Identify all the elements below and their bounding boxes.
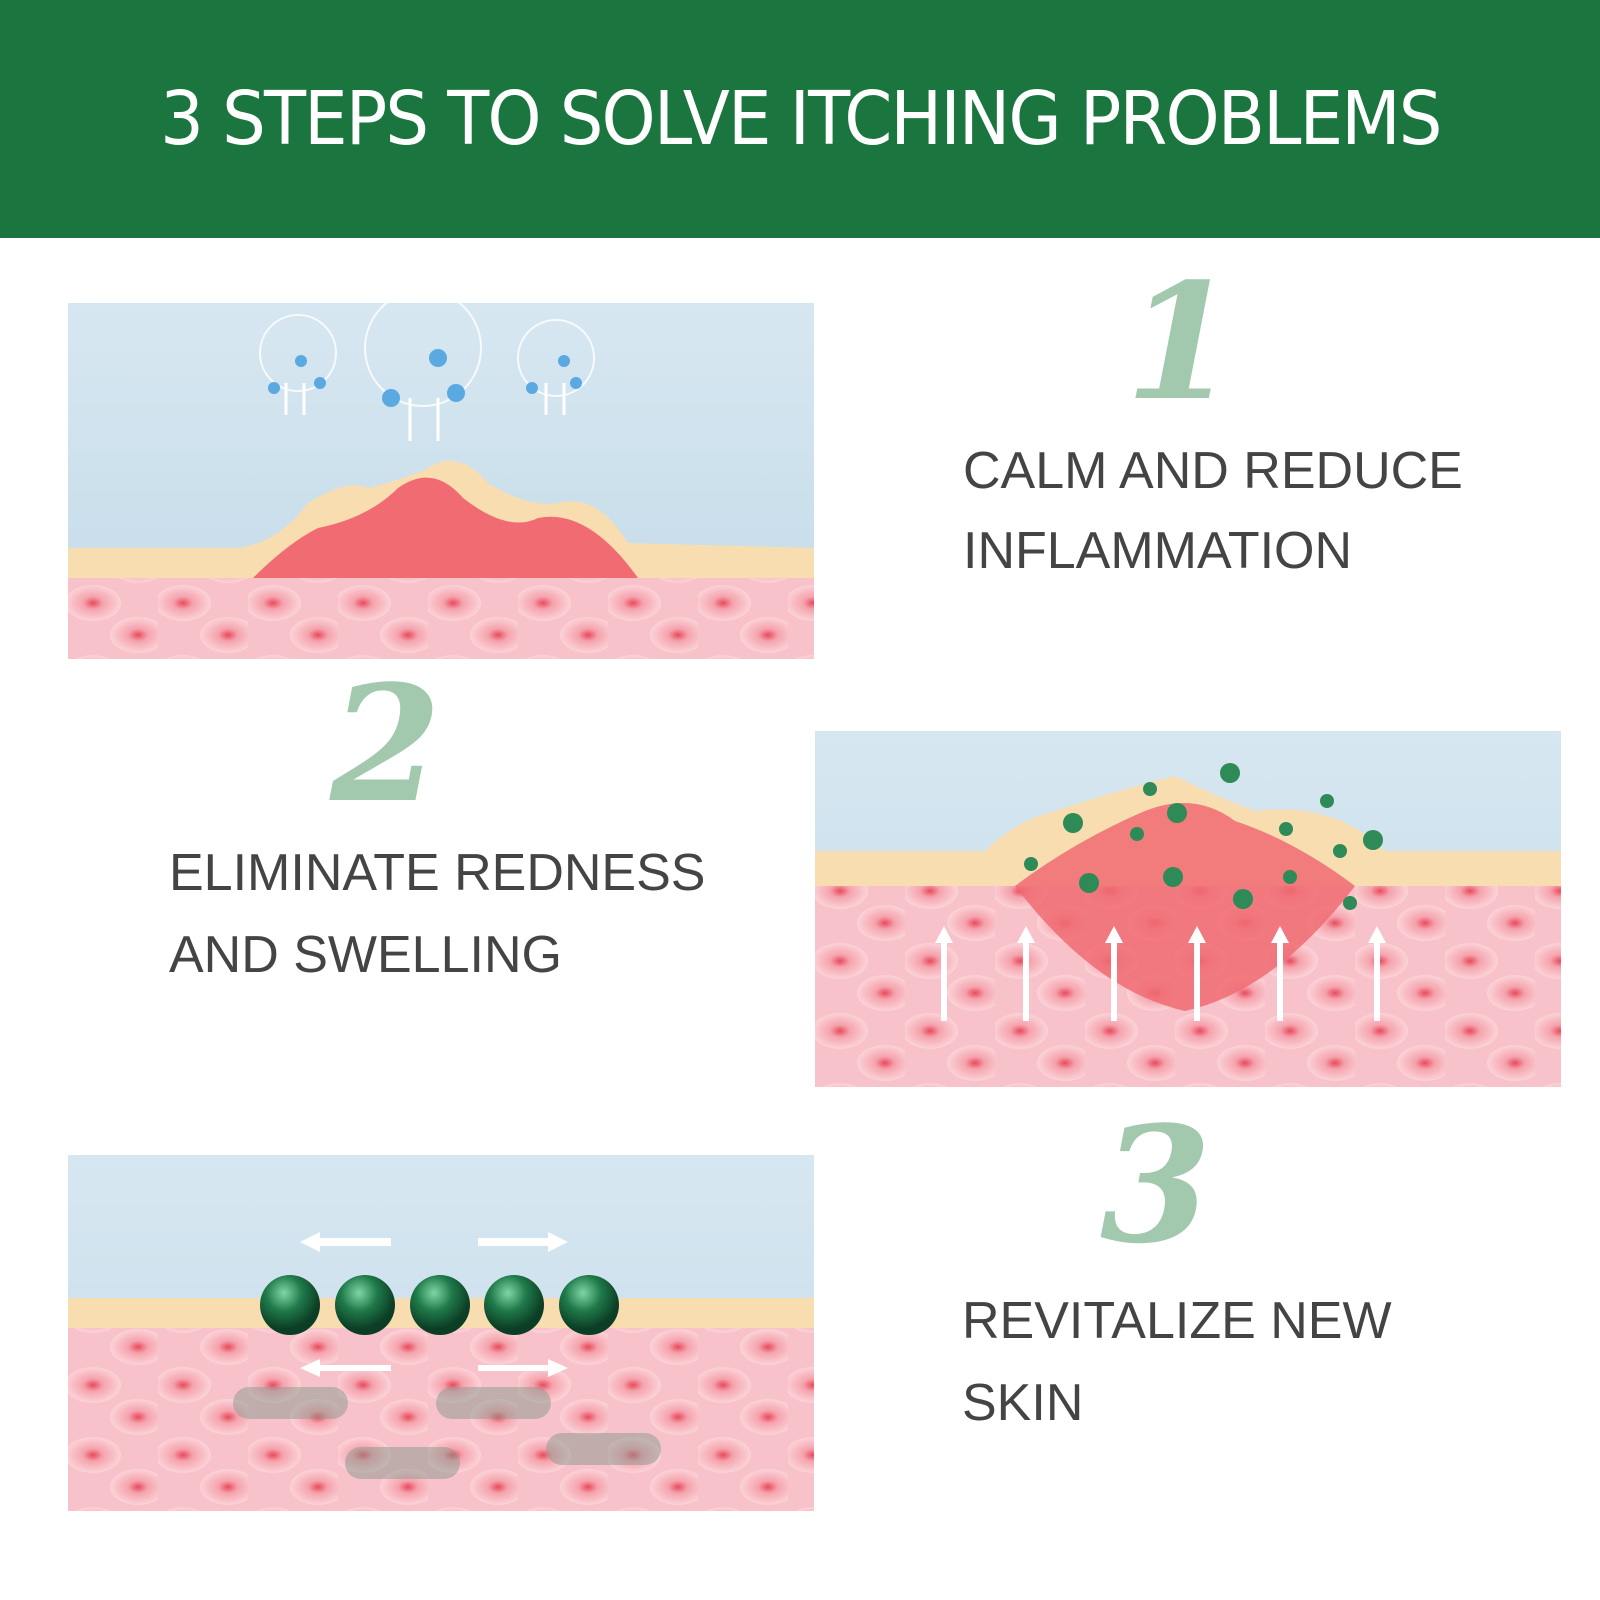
step-text-line-1: ELIMINATE REDNESS: [169, 844, 706, 902]
page-title: 3 STEPS TO SOLVE ITCHING PROBLEMS: [159, 76, 1442, 162]
step-text-line-2: AND SWELLING: [169, 926, 562, 984]
step-number: 3: [1100, 1091, 1212, 1279]
step-text-line-1: CALM AND REDUCE: [963, 442, 1463, 500]
step-number: 2: [330, 650, 442, 838]
step-3-illustration: [68, 1155, 814, 1511]
step-text-line-2: INFLAMMATION: [963, 522, 1353, 580]
step-text-line-1: REVITALIZE NEW: [962, 1292, 1392, 1350]
step-1-illustration: [68, 303, 814, 659]
step-number: 1: [1125, 248, 1237, 436]
step-2-illustration: [815, 731, 1561, 1087]
title-banner: 3 STEPS TO SOLVE ITCHING PROBLEMS: [0, 0, 1600, 238]
step-text-line-2: SKIN: [962, 1374, 1084, 1432]
